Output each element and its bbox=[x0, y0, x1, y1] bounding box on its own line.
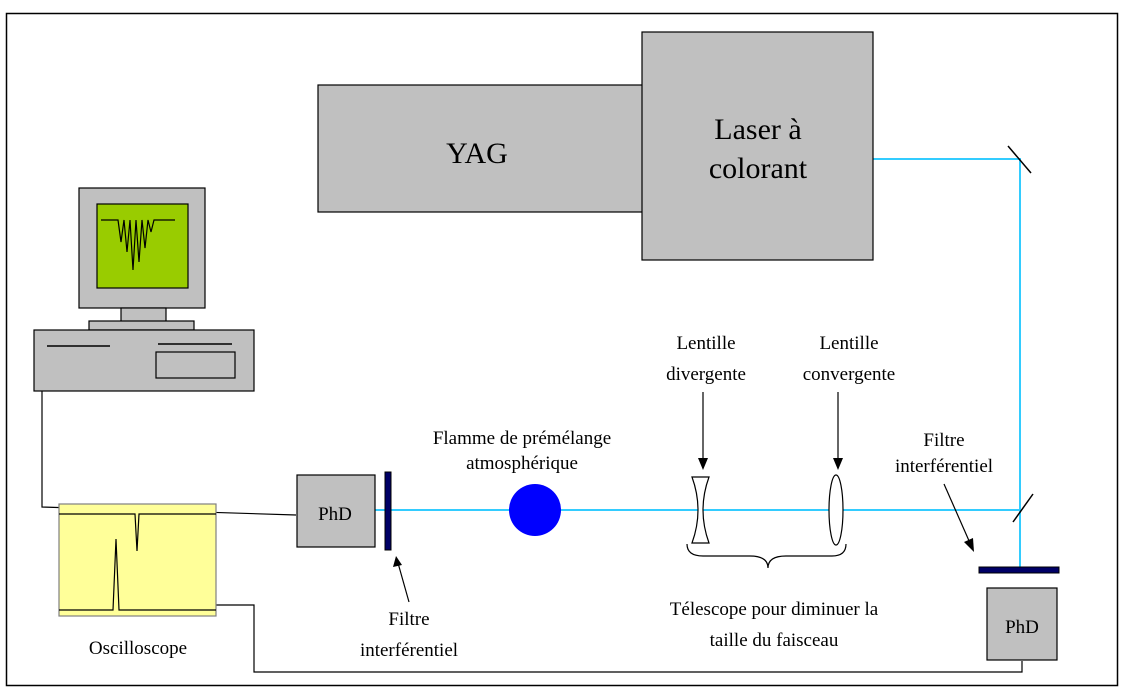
oscilloscope-sync-line bbox=[59, 513, 216, 552]
premixed-flame bbox=[509, 484, 561, 536]
divergent-lens-arrowhead bbox=[698, 458, 708, 470]
computer bbox=[33, 187, 255, 392]
flame-label-line2: atmosphérique bbox=[466, 453, 578, 474]
filter-right-arrowhead bbox=[964, 538, 974, 552]
filter-right-label-line1: Filtre bbox=[923, 430, 964, 451]
mirror-top bbox=[1007, 145, 1032, 174]
case-drive-bay bbox=[155, 351, 236, 379]
photodiode-left bbox=[296, 474, 376, 548]
dye-laser-label-line2: colorant bbox=[709, 152, 808, 185]
screen-signal-trace bbox=[101, 219, 175, 271]
telescope-label-line2: taille du faisceau bbox=[710, 630, 839, 651]
oscilloscope bbox=[58, 503, 217, 617]
monitor-base bbox=[88, 320, 195, 331]
dye-laser-label-line1: Laser à bbox=[714, 113, 801, 146]
photodiode-right-label: PhD bbox=[1005, 617, 1039, 638]
yag-laser-box bbox=[317, 84, 644, 213]
convergent-lens bbox=[828, 474, 844, 546]
convergent-lens-label-line2: convergente bbox=[803, 364, 896, 385]
filter-right-arrow bbox=[943, 483, 971, 544]
filter-left bbox=[384, 471, 392, 551]
filter-right bbox=[978, 566, 1060, 574]
divergent-lens-label-line2: divergente bbox=[666, 364, 746, 385]
flame-label-line1: Flamme de prémélange bbox=[433, 428, 611, 449]
photodiode-right bbox=[986, 587, 1058, 661]
filter-left-label-line2: interférentiel bbox=[360, 640, 458, 661]
filter-left-label-line1: Filtre bbox=[388, 609, 429, 630]
dye-laser-box bbox=[641, 31, 874, 261]
filter-left-arrowhead bbox=[393, 556, 402, 567]
mirror-bottom bbox=[1012, 493, 1034, 523]
monitor-neck bbox=[120, 307, 167, 323]
monitor-screen bbox=[96, 203, 189, 289]
yag-label: YAG bbox=[446, 137, 508, 170]
telescope-brace bbox=[686, 543, 847, 569]
filter-left-arrow bbox=[397, 562, 410, 603]
convergent-lens-arrowhead bbox=[833, 458, 843, 470]
divergent-lens-label-line1: Lentille bbox=[676, 333, 735, 354]
filter-right-label-line2: interférentiel bbox=[895, 456, 993, 477]
photodiode-left-label: PhD bbox=[318, 504, 352, 525]
oscilloscope-trace bbox=[59, 538, 216, 611]
telescope-label-line1: Télescope pour diminuer la bbox=[670, 599, 879, 620]
convergent-lens-label-line1: Lentille bbox=[819, 333, 878, 354]
divergent-lens bbox=[691, 476, 710, 544]
oscilloscope-label: Oscilloscope bbox=[89, 638, 187, 659]
